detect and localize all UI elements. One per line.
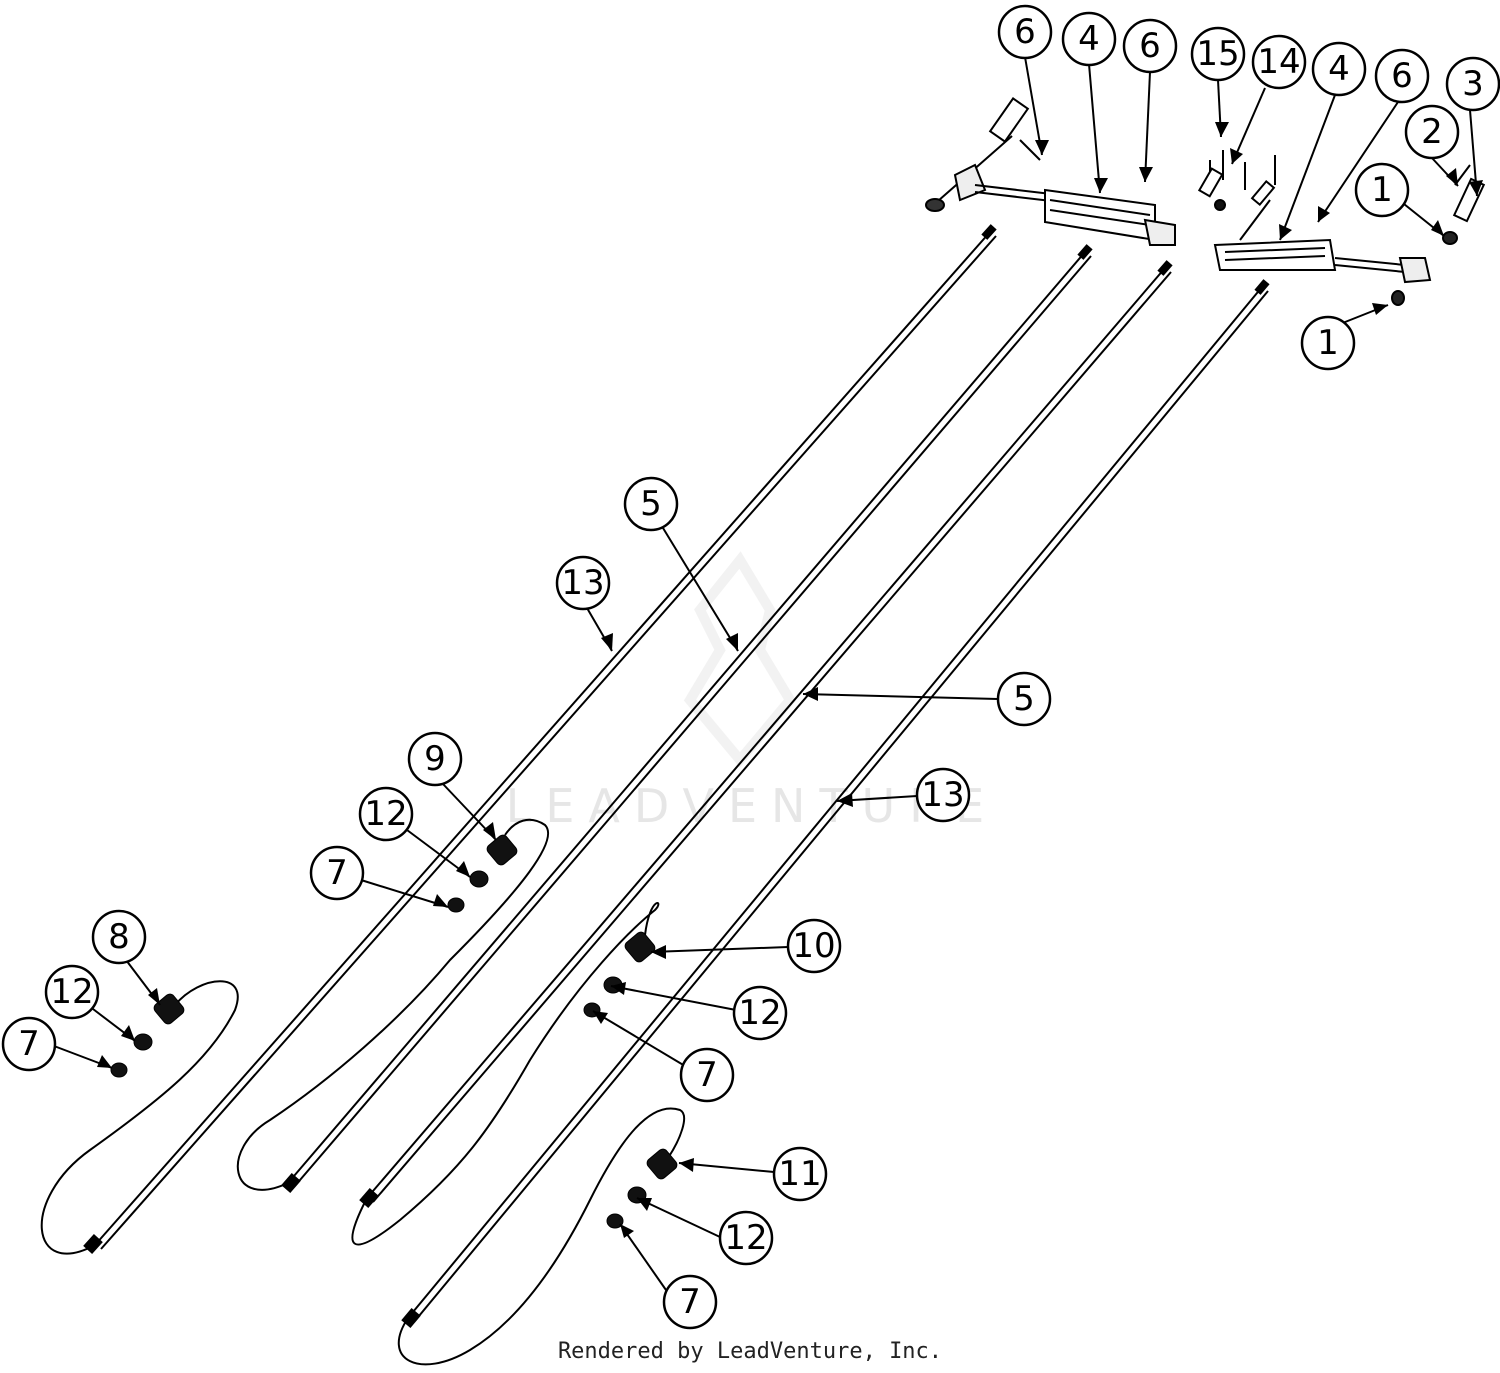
svg-text:8: 8: [108, 917, 130, 957]
cable-loops: [40, 818, 686, 1366]
callout-6-a: 6: [997, 4, 1053, 60]
svg-text:9: 9: [424, 739, 446, 779]
watermark-text: LEADVENTURE: [506, 779, 999, 833]
callout-1-a: 1: [1354, 162, 1410, 218]
svg-text:6: 6: [1391, 56, 1413, 96]
svg-text:15: 15: [1196, 34, 1239, 74]
svg-text:13: 13: [561, 563, 604, 603]
svg-text:12: 12: [738, 993, 781, 1033]
callout-4-b: 4: [1311, 41, 1367, 97]
svg-text:7: 7: [679, 1282, 701, 1322]
svg-text:3: 3: [1462, 64, 1484, 104]
callout-5-b: 5: [996, 671, 1052, 727]
svg-text:5: 5: [640, 484, 662, 524]
callout-10: 10: [786, 918, 842, 974]
svg-text:13: 13: [921, 775, 964, 815]
callout-12-d: 12: [718, 1210, 774, 1266]
callout-3: 3: [1445, 56, 1500, 112]
callout-6-c: 6: [1374, 48, 1430, 104]
callout-11: 11: [772, 1146, 828, 1202]
svg-text:12: 12: [364, 794, 407, 834]
svg-text:12: 12: [50, 972, 93, 1012]
svg-text:4: 4: [1078, 19, 1100, 59]
svg-text:11: 11: [778, 1154, 821, 1194]
callout-8: 8: [91, 909, 147, 965]
callout-2: 2: [1404, 104, 1460, 160]
callout-12-b: 12: [44, 964, 100, 1020]
svg-text:14: 14: [1257, 42, 1300, 82]
svg-text:1: 1: [1317, 323, 1339, 363]
cable-end-parts: [110, 834, 678, 1229]
svg-text:7: 7: [696, 1055, 718, 1095]
callout-14: 14: [1251, 34, 1307, 90]
callout-9: 9: [407, 731, 463, 787]
callout-13-a: 13: [555, 555, 611, 611]
svg-text:1: 1: [1371, 170, 1393, 210]
svg-text:5: 5: [1013, 679, 1035, 719]
footer-credit: Rendered by LeadVenture, Inc.: [557, 1339, 943, 1364]
callout-7-c: 7: [679, 1047, 735, 1103]
callout-1-b: 1: [1300, 315, 1356, 371]
callout-4-a: 4: [1061, 11, 1117, 67]
leader-lines: [53, 56, 1478, 1291]
callout-13-b: 13: [915, 767, 971, 823]
svg-text:10: 10: [792, 926, 835, 966]
pins: [1197, 150, 1226, 211]
callout-7-a: 7: [309, 845, 365, 901]
callout-bubbles: 6 4 6 15 14 4 6 3 2 1 1 5 13 5 9 12 7 13…: [1, 4, 1500, 1330]
rod-end-fittings: [83, 224, 1270, 1328]
svg-text:7: 7: [18, 1024, 40, 1064]
svg-text:7: 7: [326, 853, 348, 893]
callout-12-c: 12: [732, 985, 788, 1041]
callout-7-b: 7: [1, 1016, 57, 1072]
watermark-logo: [683, 551, 797, 768]
left-cylinder-assembly: [925, 97, 1176, 246]
svg-text:12: 12: [724, 1218, 767, 1258]
svg-text:4: 4: [1328, 49, 1350, 89]
svg-text:6: 6: [1139, 26, 1161, 66]
arrow-heads: [97, 122, 1483, 1238]
callout-12-a: 12: [358, 786, 414, 842]
callout-6-b: 6: [1122, 18, 1178, 74]
svg-text:6: 6: [1014, 12, 1036, 52]
callout-15: 15: [1190, 26, 1246, 82]
svg-text:2: 2: [1421, 112, 1443, 152]
push-rods: [94, 231, 1269, 1323]
callout-5-a: 5: [623, 476, 679, 532]
callout-7-d: 7: [662, 1274, 718, 1330]
right-cylinder-assembly: [1213, 155, 1486, 306]
